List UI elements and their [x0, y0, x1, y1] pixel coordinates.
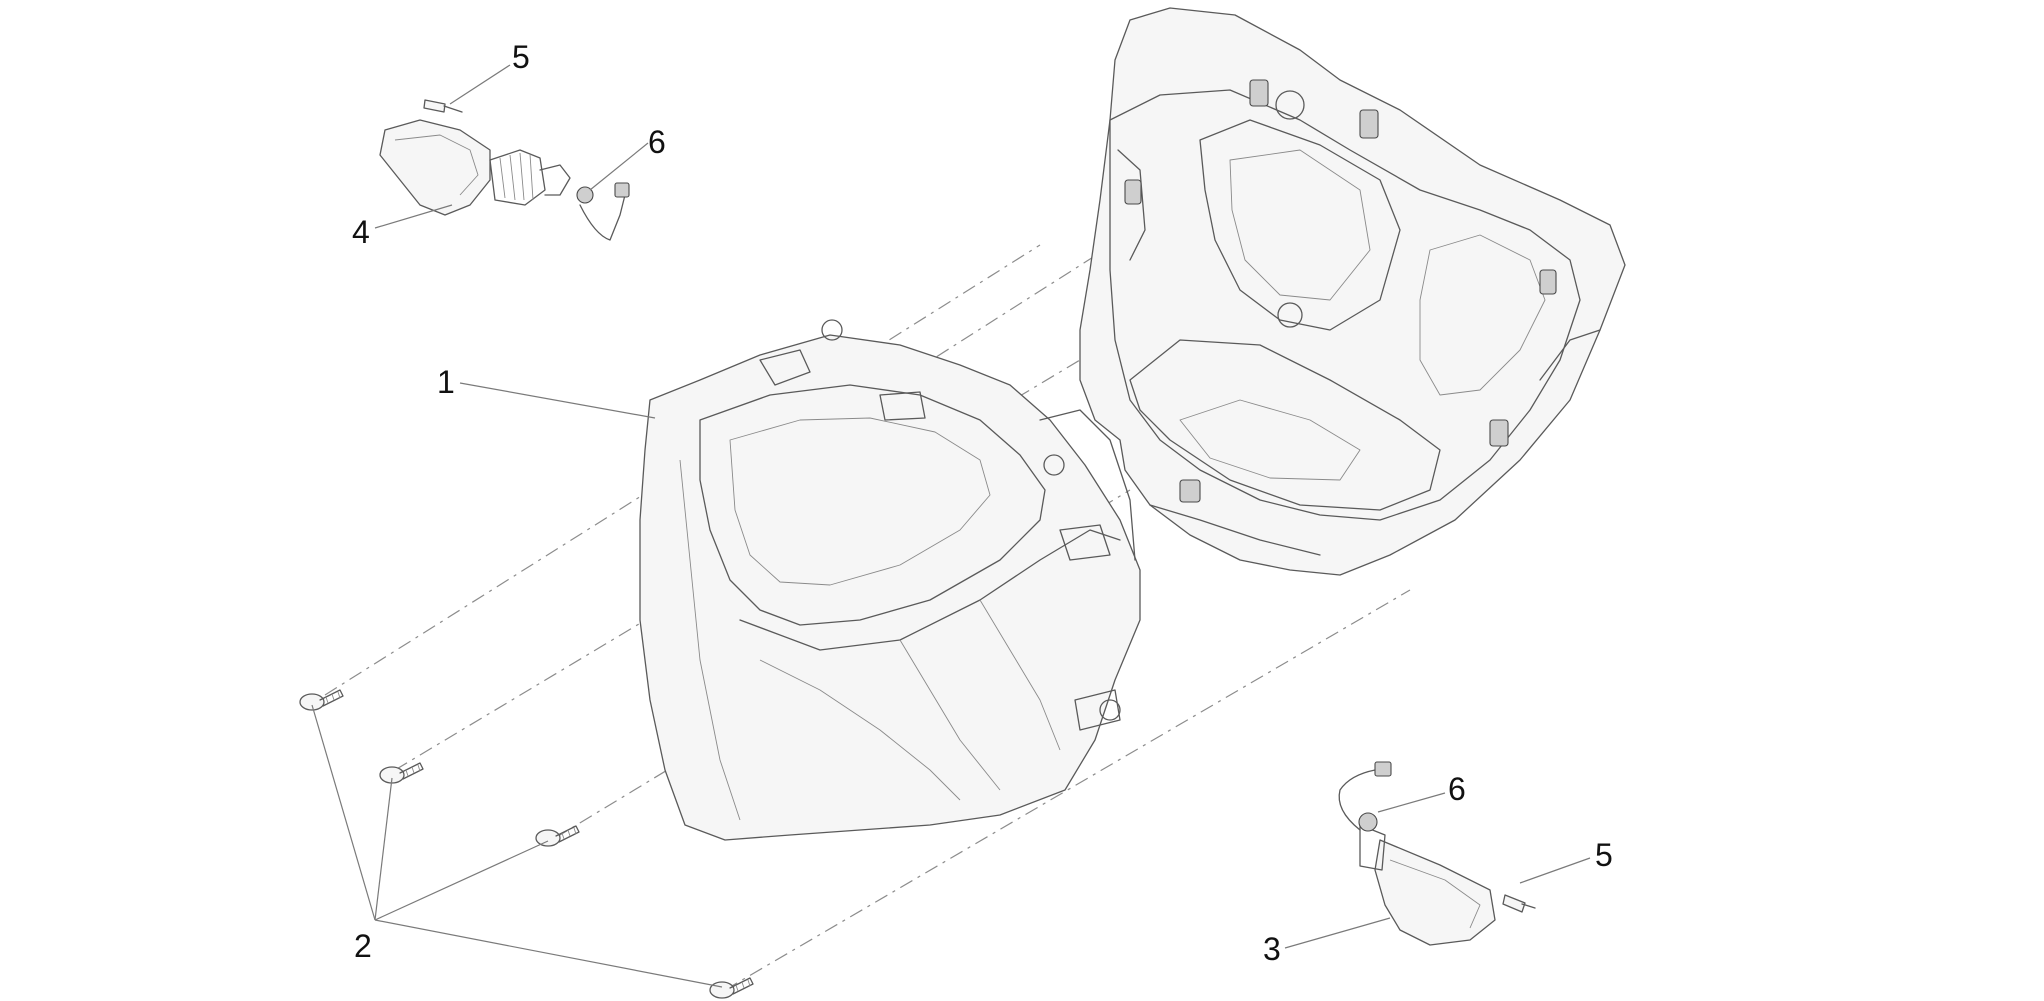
screw — [299, 689, 344, 711]
screw — [379, 762, 424, 784]
callout-2: 2 — [354, 928, 372, 964]
headlight-rear-housing — [1079, 7, 1626, 576]
callout-6-top: 6 — [648, 124, 666, 160]
screw — [709, 977, 754, 999]
callout-5-bottom: 5 — [1595, 837, 1613, 873]
callout-3: 3 — [1263, 931, 1281, 967]
callout-4: 4 — [352, 214, 370, 250]
turn-signal-left — [379, 99, 630, 241]
screw — [535, 825, 580, 847]
screw-group — [299, 689, 754, 999]
turn-signal-right — [1338, 761, 1536, 946]
callout-1: 1 — [437, 364, 455, 400]
headlight-front-lens — [639, 319, 1141, 841]
leader-lines — [311, 64, 1591, 988]
callout-5-top: 5 — [512, 39, 530, 75]
callout-labels: 1 2 3 4 5 5 6 6 — [352, 39, 1613, 967]
callout-6-bottom: 6 — [1448, 771, 1466, 807]
